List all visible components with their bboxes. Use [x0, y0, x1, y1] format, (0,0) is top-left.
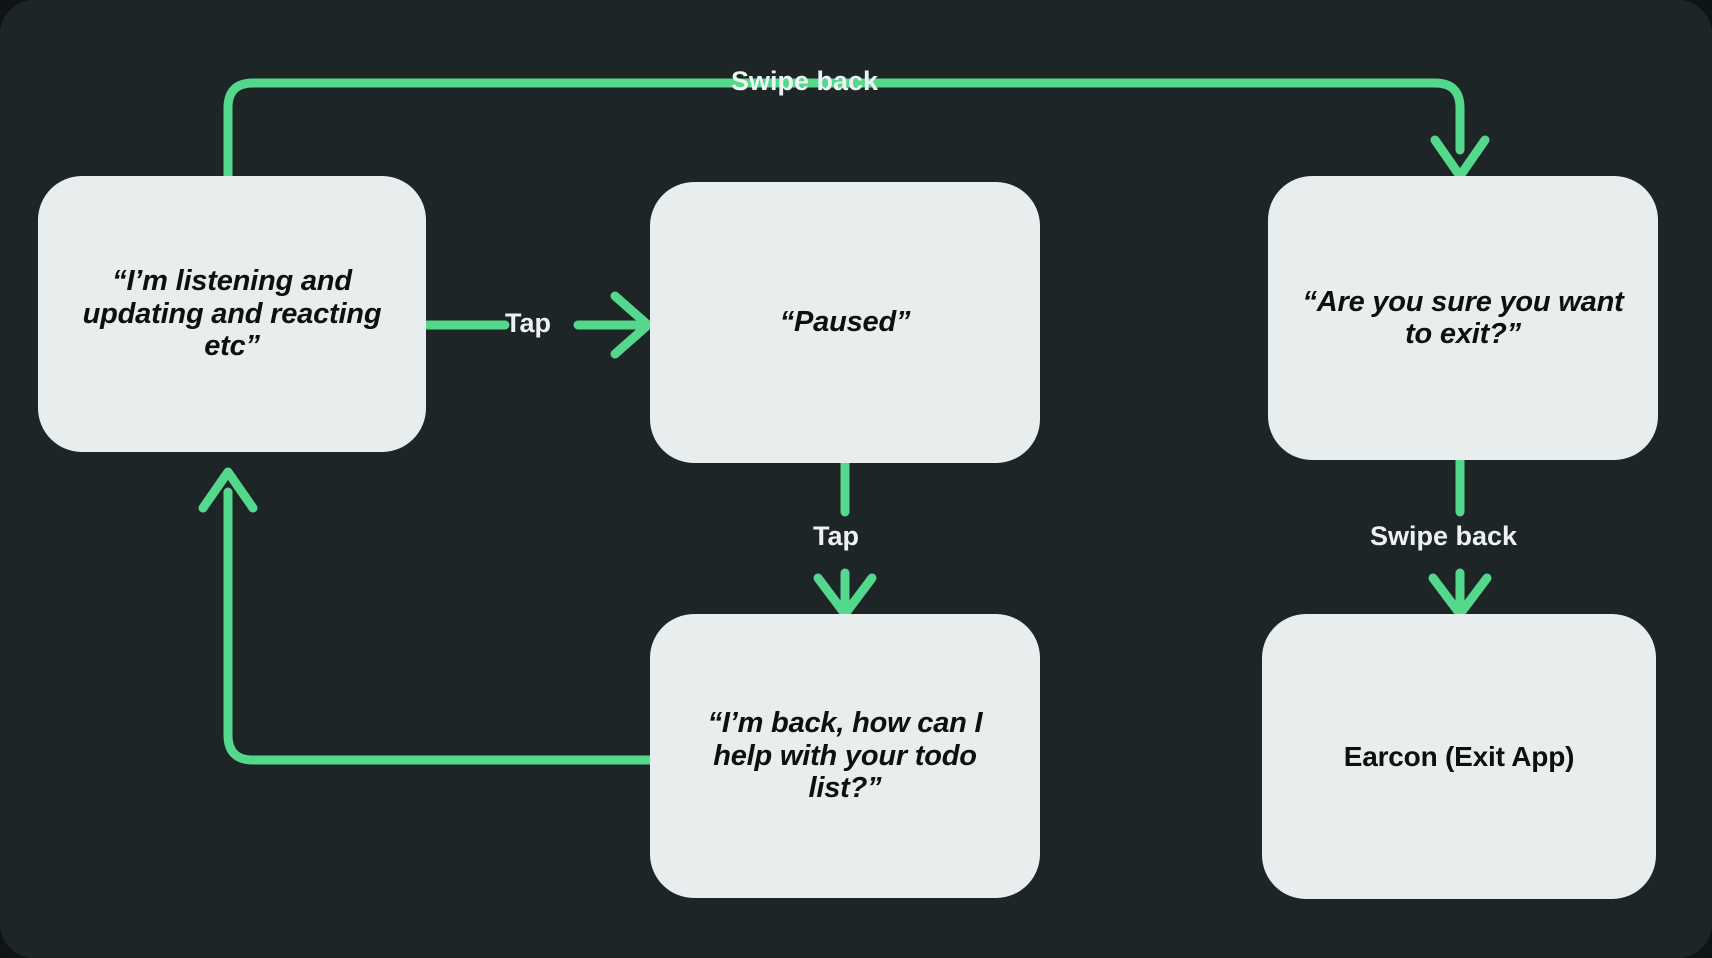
edge-label-swipe-back-bottom: Swipe back	[1370, 521, 1518, 551]
node-confirm-exit[interactable]: “Are you sure you want to exit?”	[1268, 176, 1658, 460]
node-confirm-exit-label: “Are you sure you want to exit?”	[1302, 285, 1624, 350]
node-im-back[interactable]: “I’m back, how can I help with your todo…	[650, 614, 1040, 898]
node-earcon-exit-app-label: Earcon (Exit App)	[1343, 740, 1575, 772]
edge-return-back-to-listening	[198, 467, 657, 765]
node-im-back-label: “I’m back, how can I help with your todo…	[707, 707, 983, 805]
edge-label-tap-2: Tap	[813, 521, 859, 551]
node-paused-label: “Paused”	[779, 306, 911, 339]
node-earcon-exit-app[interactable]: Earcon (Exit App)	[1262, 614, 1656, 899]
node-listening[interactable]: “I’m listening and updating and reacting…	[38, 176, 426, 452]
edge-label-swipe-back-top: Swipe back	[731, 66, 879, 96]
node-paused[interactable]: “Paused”	[650, 182, 1040, 463]
edge-label-tap-1: Tap	[505, 308, 551, 338]
node-listening-label: “I’m listening and updating and reacting…	[82, 265, 382, 363]
